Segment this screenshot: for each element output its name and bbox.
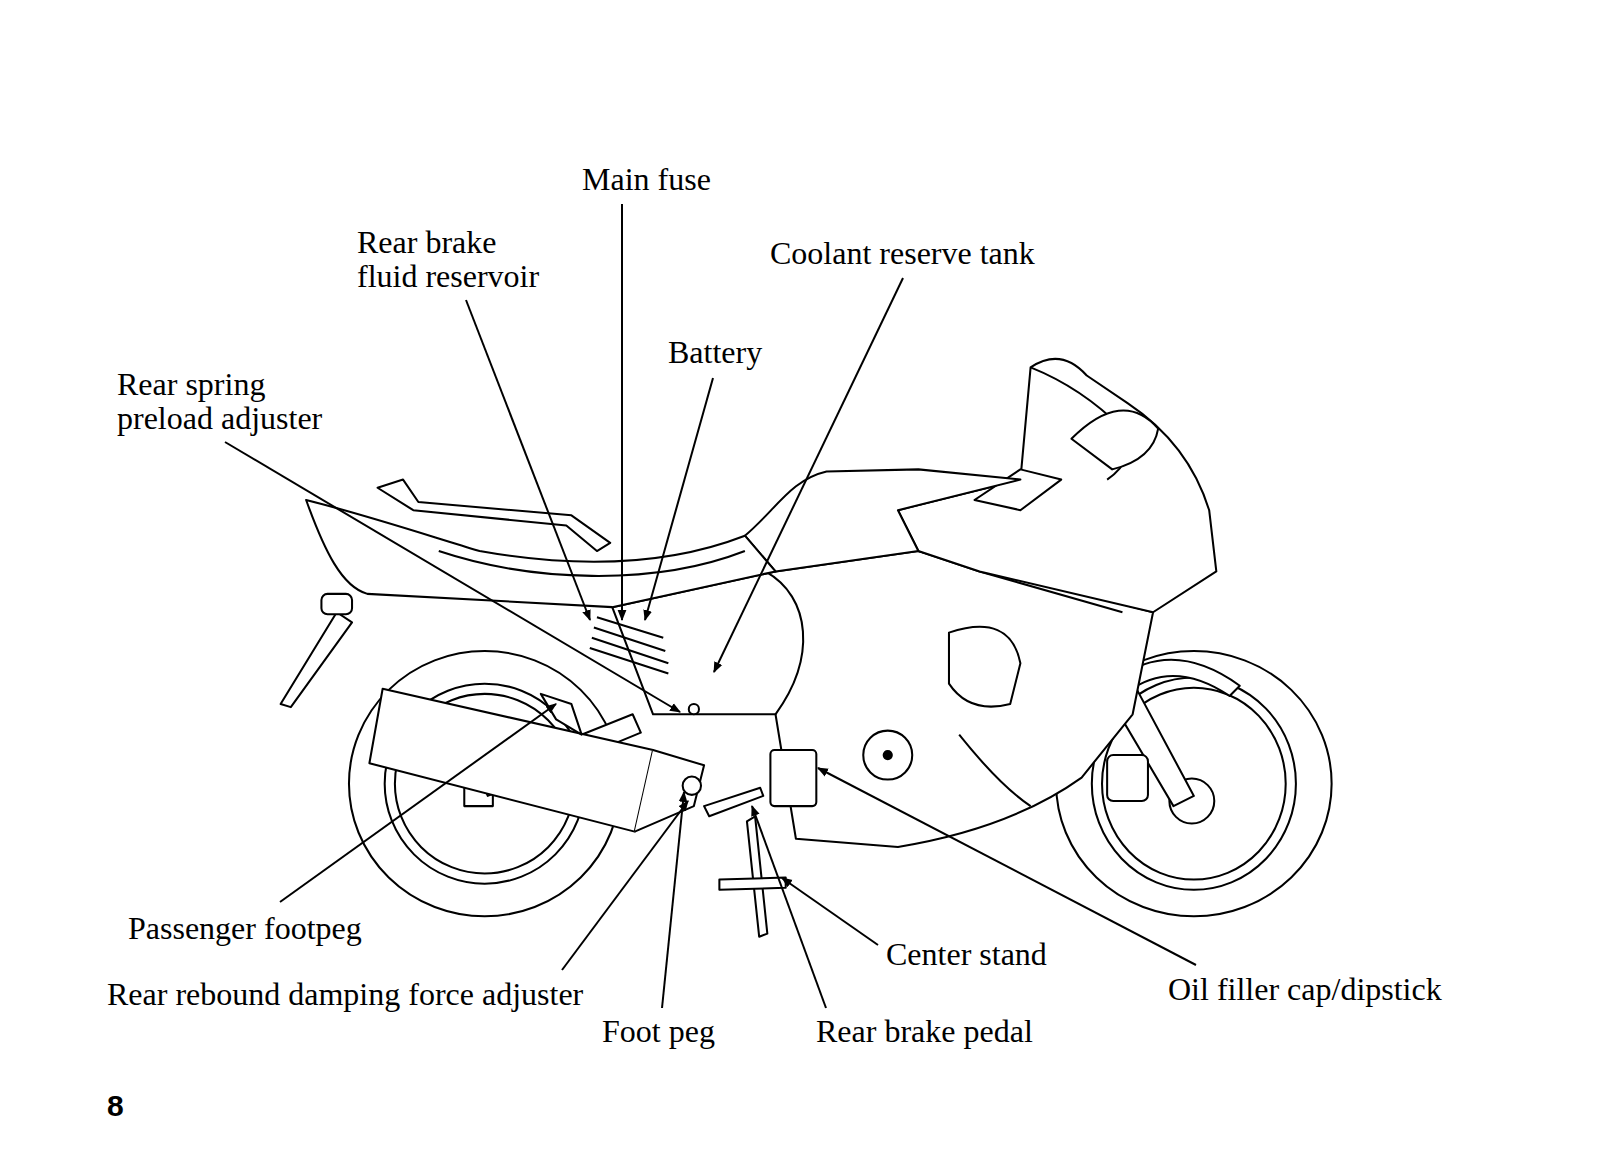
seat-line	[439, 551, 745, 576]
leader-line	[752, 806, 826, 1008]
part-label: Passenger footpeg	[128, 912, 362, 946]
part-label: Foot peg	[602, 1015, 715, 1049]
preload-adjuster	[689, 704, 699, 714]
fairing-vent	[949, 627, 1020, 707]
page-number: 8	[107, 1090, 124, 1122]
part-label: Main fuse	[582, 163, 711, 197]
part-label: Rear brake pedal	[816, 1015, 1033, 1049]
leader-line	[466, 300, 590, 620]
part-label: Center stand	[886, 938, 1047, 972]
exhaust-pipe	[635, 750, 704, 832]
mirror	[1071, 410, 1158, 469]
part-label: Rear rebound damping force adjuster	[107, 978, 583, 1012]
part-label: Oil filler cap/dipstick	[1168, 973, 1442, 1007]
center-stand-foot	[719, 878, 785, 890]
leader-line	[621, 204, 623, 620]
rear-fender	[281, 612, 352, 707]
leader-lines	[225, 204, 1196, 1008]
passenger-footpeg	[541, 694, 582, 735]
oil-filler-cap	[863, 731, 912, 780]
leader-line	[225, 442, 680, 712]
taillight	[321, 594, 352, 614]
part-label: Coolant reserve tank	[770, 237, 1035, 271]
part-label: Rear brake fluid reservoir	[357, 226, 553, 293]
engine-cover	[770, 750, 816, 806]
leader-line	[782, 878, 878, 945]
part-label: Rear spring preload adjuster	[117, 368, 339, 435]
leader-line	[818, 768, 1196, 965]
part-label: Battery	[668, 336, 762, 370]
grab-rail	[378, 480, 611, 551]
fairing-crease-lower	[959, 735, 1030, 806]
oil-filler-center	[884, 751, 892, 759]
leader-line	[645, 378, 713, 620]
front-caliper	[1107, 755, 1148, 801]
motorcycle-drawing	[281, 359, 1332, 937]
center-stand	[747, 816, 767, 936]
leader-line	[662, 792, 684, 1008]
muffler	[369, 689, 653, 832]
leader-line	[280, 704, 556, 902]
footpeg	[683, 777, 701, 795]
panel-line	[765, 571, 803, 714]
